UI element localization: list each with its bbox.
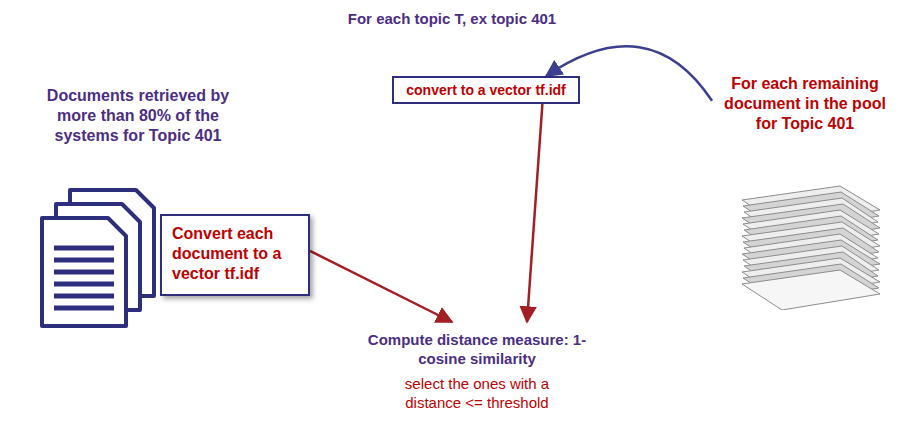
document-pool: For each remaining document in the pool … — [712, 72, 898, 312]
node-text: Compute distance measure: 1- cosine simi… — [356, 330, 598, 368]
node-text: convert to a vector tf.idf — [400, 81, 572, 99]
flow-arrow — [527, 104, 542, 322]
note-label: Documents retrieved by more than 80% of … — [28, 86, 248, 146]
document-stack-icon — [36, 186, 176, 336]
node-text: For each remaining document in the pool … — [716, 74, 894, 134]
node-text: select the ones with a distance <= thres… — [377, 374, 577, 412]
process-box: Convert each document to a vector tf.idf — [160, 214, 310, 296]
compute-step: Compute distance measure: 1- cosine simi… — [352, 322, 602, 414]
diagram-title: For each topic T, ex topic 401 — [0, 10, 904, 27]
paper-pile-icon — [720, 160, 890, 310]
flow-arrow — [310, 251, 452, 322]
node-text: Convert each document to a vector tf.idf — [172, 224, 300, 284]
process-box: convert to a vector tf.idf — [392, 76, 580, 104]
